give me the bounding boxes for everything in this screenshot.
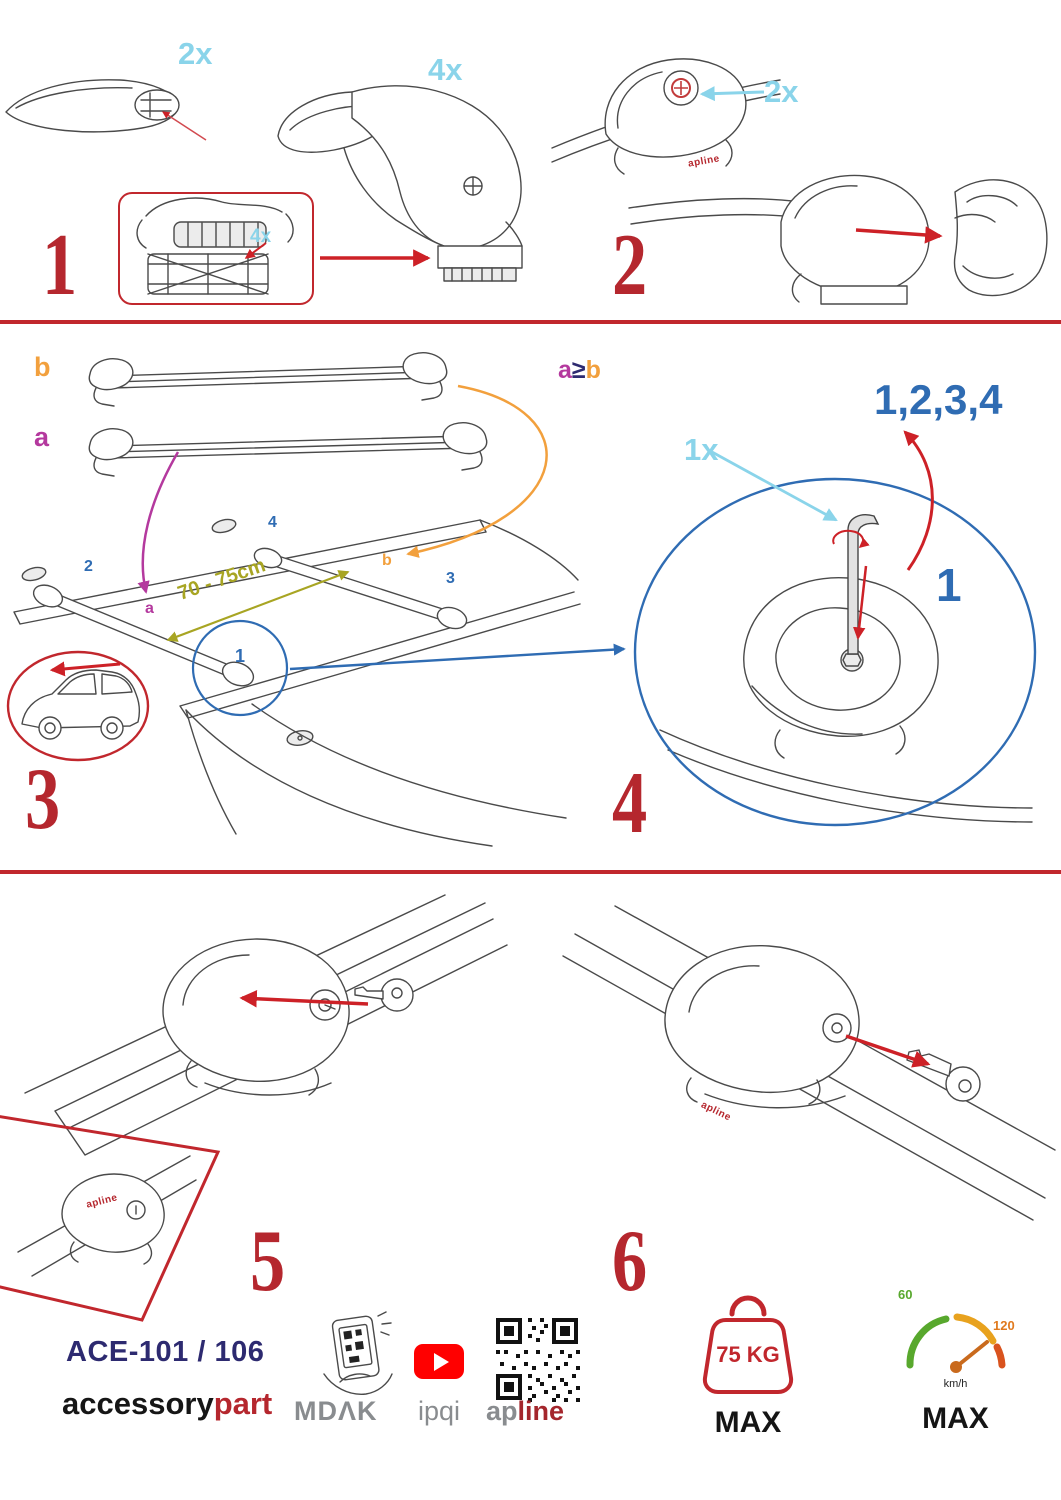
crossbar-end-drawing — [5, 79, 180, 133]
step-1-foot-quantity: 4x — [428, 52, 463, 87]
apline-ap: ap — [486, 1396, 518, 1426]
roof-position-a: a — [145, 600, 154, 617]
key-icon — [906, 1049, 981, 1102]
bar-foot-cover-drawing — [628, 174, 1048, 305]
bar-a-label: a — [34, 422, 50, 452]
ipqi-logo: ipqi — [418, 1396, 461, 1426]
foot-knob-drawing — [551, 58, 781, 175]
step-1-pad-quantity: 4x — [250, 226, 272, 247]
sequence-first-label: 1 — [936, 559, 962, 611]
max-weight-value: 75 KG — [716, 1342, 780, 1367]
a-greater-equal-b-note: a≥b — [558, 356, 601, 385]
step-5-number: 5 — [250, 1213, 286, 1310]
step-4-number: 4 — [612, 755, 648, 852]
step-1-number: 1 — [42, 217, 78, 314]
key-insert-drawing — [562, 905, 1056, 1221]
section-divider-2 — [0, 870, 1061, 874]
roof-position-2: 2 — [84, 558, 93, 575]
foot-assembly-drawing — [277, 85, 523, 282]
crossbar-a-drawing — [88, 422, 488, 477]
key-icon — [380, 978, 414, 1012]
rubber-pad-inset-box — [118, 192, 314, 305]
model-number: ACE-101 / 106 — [66, 1336, 265, 1368]
speed-unit-label: km/h — [943, 1378, 968, 1390]
step-3-number: 3 — [25, 751, 61, 848]
speed-high-label: 120 — [993, 1318, 1015, 1333]
cond-b: b — [585, 356, 601, 384]
section-divider-1 — [0, 320, 1061, 324]
step-2-number: 2 — [612, 217, 648, 314]
max-weight-label: MAX — [714, 1406, 782, 1439]
brand-accessory: accessory — [62, 1386, 214, 1421]
tighten-sequence-label: 1,2,3,4 — [874, 376, 1003, 423]
speed-low-label: 60 — [898, 1287, 913, 1302]
crossbar-b-drawing — [88, 352, 448, 407]
roof-position-1: 1 — [235, 646, 246, 666]
hand-phone-scan-icon — [323, 1311, 393, 1395]
brand-part: part — [213, 1386, 273, 1421]
hex-key-tightening-drawing — [659, 514, 1033, 823]
rubber-pad-drawing — [136, 197, 294, 295]
step-1-bar-quantity: 2x — [178, 36, 213, 71]
speedometer-icon — [906, 1313, 1006, 1373]
accessorypart-logo: accessorypart — [62, 1386, 272, 1422]
lock-foot-drawing — [24, 894, 508, 1156]
apline-logo-footer: apline — [486, 1396, 564, 1427]
step-2-quantity: 2x — [764, 74, 799, 109]
max-weight-icon — [702, 1295, 794, 1394]
qr-code — [496, 1318, 580, 1402]
bar-b-label: b — [34, 352, 51, 382]
roof-position-4: 4 — [268, 514, 277, 531]
cond-a: a — [558, 356, 572, 384]
mdak-logo: MDΛK — [294, 1396, 378, 1426]
roof-position-b: b — [382, 552, 392, 569]
apline-line: line — [517, 1396, 565, 1426]
step-6-number: 6 — [612, 1213, 648, 1310]
youtube-play-triangle — [433, 1352, 449, 1371]
youtube-icon — [414, 1344, 464, 1379]
step-4-quantity: 1x — [684, 432, 719, 467]
roof-position-3: 3 — [446, 570, 455, 587]
car-side-view-drawing — [21, 669, 141, 740]
locked-foot-inset-drawing — [17, 1155, 197, 1277]
max-speed-label: MAX — [922, 1402, 989, 1435]
cond-op: ≥ — [571, 356, 586, 384]
